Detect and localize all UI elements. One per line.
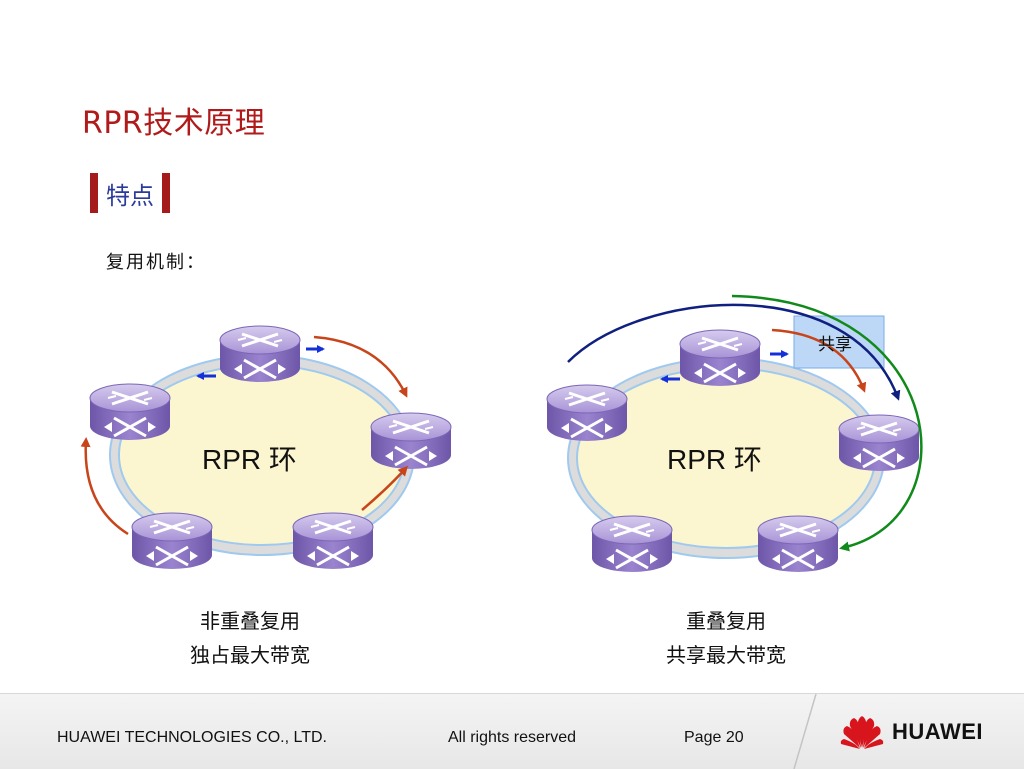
router-icon: [130, 511, 214, 571]
left-ring-diagram: [80, 324, 453, 571]
router-icon: [590, 514, 674, 574]
right-red-arrow: [771, 328, 867, 393]
router-icon: [678, 328, 762, 388]
right-ring-label: RPR 环: [667, 444, 762, 475]
shared-box-label: 共享: [818, 335, 852, 355]
slide-footer: HUAWEI TECHNOLOGIES CO., LTD. All rights…: [0, 693, 1024, 769]
brand-text: HUAWEI: [892, 719, 983, 744]
footer-rights: All rights reserved: [448, 729, 577, 746]
left-caption-line1: 非重叠复用: [200, 609, 300, 633]
left-caption-line2: 独占最大带宽: [190, 643, 310, 667]
right-caption-line2: 共享最大带宽: [666, 643, 786, 667]
right-blue-arrow: [567, 303, 901, 401]
rpr-diagrams: RPR 环 RPR 环 共享: [80, 294, 923, 574]
mux-label: 复用机制：: [106, 252, 206, 273]
shared-box: [793, 315, 885, 369]
section-label: 特点: [106, 181, 154, 210]
section-header: 特点: [90, 172, 170, 214]
section-bar-right: [162, 173, 170, 213]
left-caption: 非重叠复用 独占最大带宽: [120, 604, 380, 672]
left-red-arrow-top: [313, 335, 408, 398]
right-caption-line1: 重叠复用: [686, 609, 766, 633]
footer-divider: [793, 694, 817, 769]
footer-company: HUAWEI TECHNOLOGIES CO., LTD.: [57, 729, 327, 746]
right-green-arrow: [731, 294, 923, 552]
left-ring-label: RPR 环: [202, 444, 297, 475]
left-red-arrow-right: [361, 465, 409, 511]
router-icon: [291, 511, 375, 571]
router-icon: [218, 324, 302, 384]
router-icon: [88, 382, 172, 442]
huawei-logo-icon: [840, 716, 884, 749]
router-icon: [369, 411, 453, 471]
left-red-arrow-left: [80, 437, 129, 536]
brand-logo: HUAWEI: [838, 712, 983, 752]
router-icon: [545, 383, 629, 443]
footer-page-number: Page 20: [684, 729, 744, 746]
slide-title: RPR技术原理: [82, 106, 266, 141]
router-icon: [837, 413, 921, 473]
router-icon: [756, 514, 840, 574]
section-bar-left: [90, 173, 98, 213]
right-ring-diagram: [545, 294, 923, 574]
right-caption: 重叠复用 共享最大带宽: [596, 604, 856, 672]
